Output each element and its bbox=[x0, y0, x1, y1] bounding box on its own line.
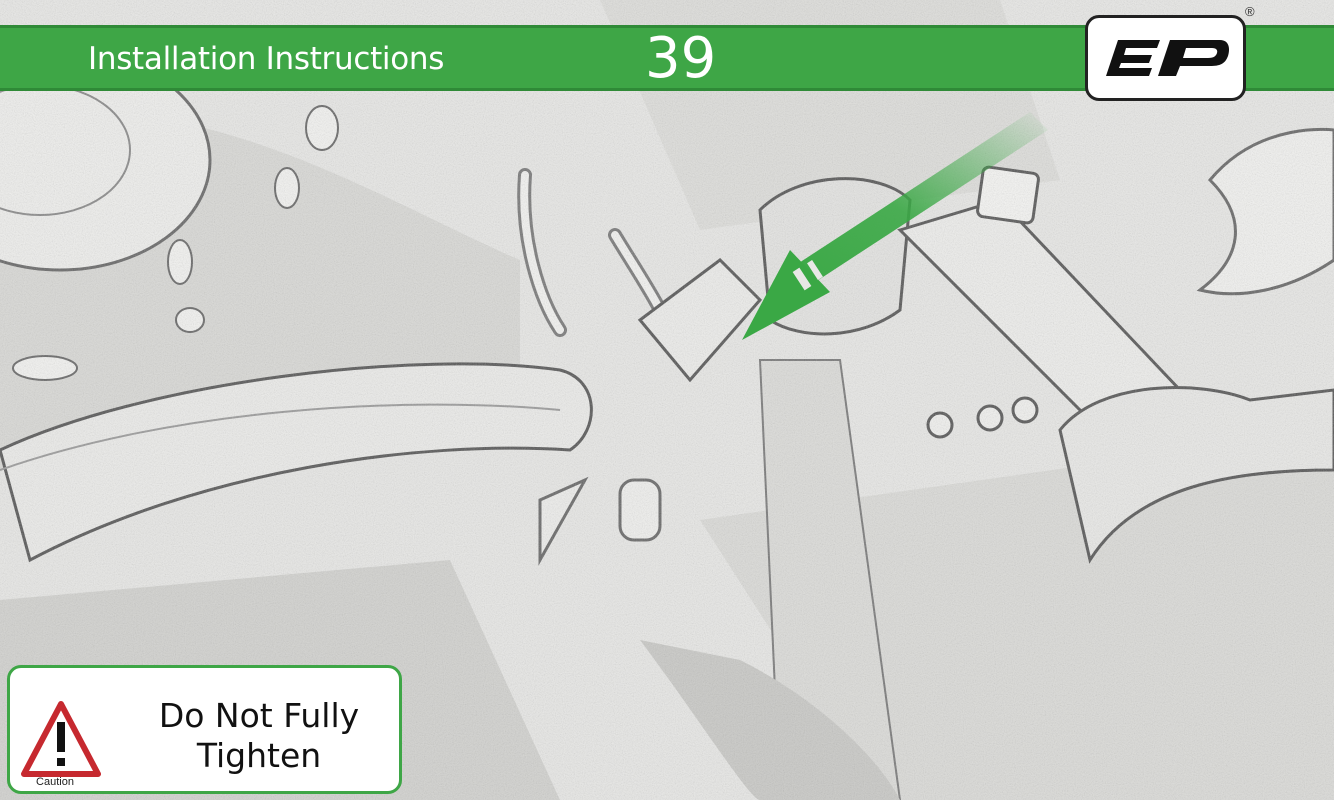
caution-icon-label: Caution bbox=[19, 776, 91, 788]
page-title: Installation Instructions bbox=[88, 41, 444, 77]
warning-triangle-icon bbox=[20, 698, 102, 788]
ep-logo-mark bbox=[1088, 18, 1243, 98]
caution-message: Do Not Fully Tighten bbox=[134, 696, 384, 776]
step-number: 39 bbox=[645, 26, 716, 92]
ep-logo bbox=[1085, 15, 1246, 101]
registered-mark: ® bbox=[1245, 4, 1255, 19]
caution-callout: Do Not Fully Tighten bbox=[7, 665, 402, 794]
